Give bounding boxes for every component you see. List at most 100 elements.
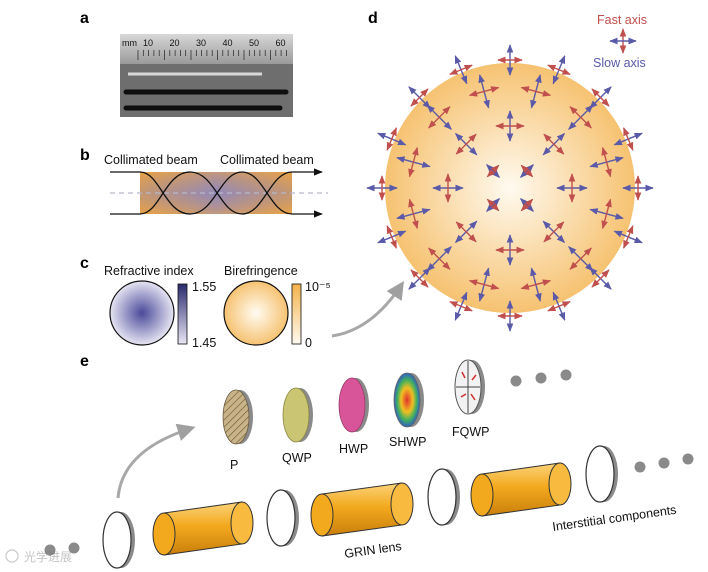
birefringence-colorbar [291, 283, 302, 345]
panel-c-profiles: Refractive index 1.55 1.45 Birefringence… [104, 264, 404, 350]
refractive-index-disk [109, 280, 175, 346]
fast-axis-arrow [428, 106, 451, 129]
interstitial-components-label: Interstitial components [551, 503, 677, 534]
component-p [222, 389, 253, 445]
axis-legend: Fast axis Slow axis [593, 13, 647, 70]
fast-axis-arrow [623, 127, 634, 151]
ruler-tick-label: 40 [223, 38, 233, 48]
interstitial-disk-3 [427, 468, 460, 526]
fast-axis-arrow [543, 221, 565, 243]
fast-axis-arrow [455, 221, 477, 243]
panel-label-a: a [80, 10, 89, 27]
ellipsis-dot [68, 542, 80, 554]
fast-axis-arrow [569, 247, 592, 270]
fast-axis-arrow [547, 64, 571, 75]
ruler-tick-label: 50 [249, 38, 259, 48]
fast-axis-arrow [455, 133, 477, 155]
fast-axis-arrow [543, 133, 565, 155]
panel-b-beam: Collimated beam Collimated beam [104, 153, 328, 218]
label-qwp: QWP [282, 451, 312, 465]
component-qwp [282, 387, 313, 443]
insert-arrow [116, 423, 196, 499]
ruler-tick-label: 60 [276, 38, 286, 48]
panel-a-photo: mm 10 20 30 40 50 60 [120, 34, 293, 117]
fast-axis-arrow [569, 106, 592, 129]
fast-axis-arrow [410, 88, 429, 107]
component-hwp [338, 377, 369, 433]
label-hwp: HWP [339, 442, 368, 456]
refractive-index-title: Refractive index [104, 264, 194, 278]
label-fqwp: FQWP [452, 425, 490, 439]
component-shwp [393, 372, 424, 428]
ellipsis-dot [44, 544, 56, 556]
panel-label-b: b [80, 147, 90, 164]
ruler-tick-label: 30 [196, 38, 206, 48]
component-fqwp [454, 359, 485, 415]
fast-axis-arrow [386, 225, 397, 249]
zoom-arrow-c-to-d [331, 280, 404, 338]
fast-axis-arrow [547, 301, 571, 312]
label-shwp: SHWP [389, 435, 427, 449]
collimated-beam-right-label: Collimated beam [220, 153, 314, 167]
watermark-logo-icon [5, 549, 19, 563]
refractive-index-colorbar [177, 283, 188, 345]
birefringence-disk [223, 280, 289, 346]
fast-axis-arrow [623, 225, 634, 249]
fast-axis-arrow [601, 198, 612, 230]
panel-label-c: c [80, 255, 89, 272]
axis-crosses [366, 44, 654, 332]
grin-lens-2 [310, 482, 414, 537]
fast-axis-label: Fast axis [597, 13, 647, 27]
ellipsis-dot [682, 453, 694, 465]
collimated-beam-left-label: Collimated beam [104, 153, 198, 167]
ruler-ticks: 10 20 30 40 50 60 [137, 38, 287, 60]
interstitial-disk-2 [266, 489, 299, 547]
ellipsis-dot [510, 375, 522, 387]
ray-lower [139, 171, 293, 215]
fast-axis-arrow [410, 269, 429, 288]
fast-axis-arrow [520, 164, 534, 178]
interstitial-disk-4 [585, 445, 618, 503]
fast-axis-arrow [386, 127, 397, 151]
ellipsis-dot [658, 457, 670, 469]
grin-lens-1 [152, 501, 254, 556]
birefringence-min: 0 [305, 336, 312, 350]
fast-axis-arrow [520, 86, 552, 97]
interstitial-disk-1 [102, 511, 135, 569]
ellipsis-dot [634, 461, 646, 473]
grin-lens-3 [470, 462, 572, 517]
fast-axis-arrow [591, 88, 610, 107]
panel-e-system: P QWP HWP SHWP FQWP [44, 359, 694, 569]
panel-d-axis-map: Fast axis Slow axis [366, 13, 654, 332]
fast-axis-arrow [601, 146, 612, 178]
ruler-tick-label: 20 [170, 38, 180, 48]
fast-axis-arrow [520, 279, 552, 290]
grin-lens-label: GRIN lens [343, 539, 402, 561]
refractive-index-min: 1.45 [192, 336, 216, 350]
watermark-text: 光学进展 [24, 549, 72, 564]
birefringence-max: 10⁻⁵ [305, 280, 331, 294]
fast-axis-arrow [468, 86, 500, 97]
ellipsis-dot [560, 369, 572, 381]
label-p: P [230, 458, 238, 472]
fast-axis-arrow [591, 269, 610, 288]
fast-axis-arrow [468, 279, 500, 290]
refractive-index-max: 1.55 [192, 280, 216, 294]
ellipsis-dot [535, 372, 547, 384]
birefringence-title: Birefringence [224, 264, 298, 278]
ruler-tick-label: 10 [143, 38, 153, 48]
fast-axis-arrow [449, 64, 473, 75]
fast-axis-arrow [408, 198, 419, 230]
panel-label-e: e [80, 353, 89, 370]
ruler-unit: mm [122, 38, 137, 48]
fast-axis-arrow [428, 247, 451, 270]
fast-axis-arrow [486, 198, 500, 212]
fast-axis-arrow [408, 146, 419, 178]
fast-axis-arrow [449, 301, 473, 312]
panel-label-d: d [368, 10, 378, 27]
slow-axis-label: Slow axis [593, 56, 646, 70]
fast-axis-arrow [486, 164, 500, 178]
fast-axis-arrow [520, 198, 534, 212]
watermark: 光学进展 [5, 549, 72, 564]
